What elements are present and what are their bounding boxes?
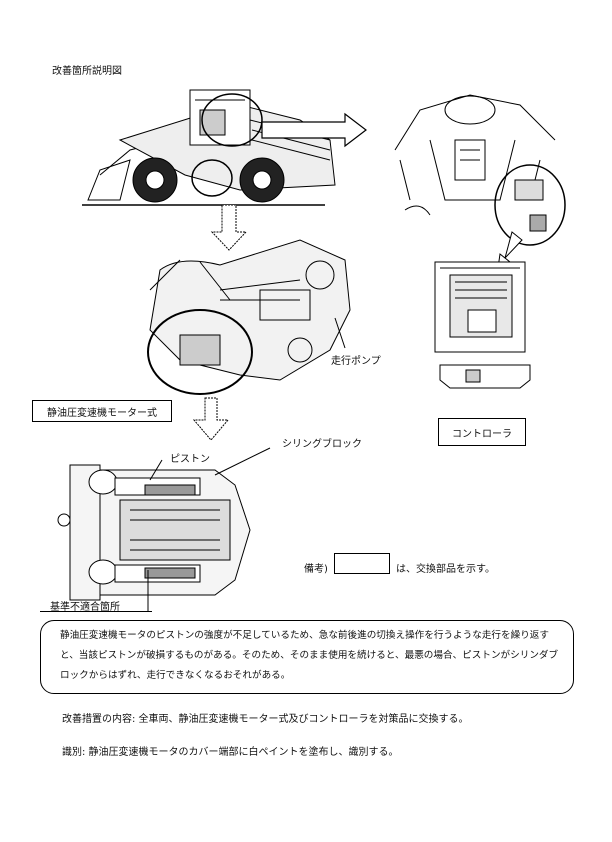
- label-pump: 走行ポンプ: [331, 356, 381, 367]
- label-motor-assembly: 静油圧変速機モーター式: [32, 400, 172, 422]
- controller-drawing: [434, 261, 531, 389]
- pump-assembly-drawing: [147, 239, 351, 395]
- label-piston: ピストン: [170, 454, 210, 465]
- note-suffix: は、交換部品を示す。: [396, 564, 495, 575]
- remedy-text: 改善措置の内容: 全車両、静油圧変速機モーター式及びコントローラを対策品に交換す…: [62, 714, 469, 725]
- wheel-loader-drawing: [82, 89, 336, 206]
- note-prefix: 備考): [304, 564, 328, 575]
- description-text: 静油圧変速機モータのピストンの強度が不足しているため、急な前後進の切換え操作を行…: [60, 630, 559, 681]
- description-box: [40, 620, 574, 694]
- nonconforming-underline: [40, 611, 152, 612]
- label-cylinder-block: シリングブロック: [282, 439, 362, 450]
- motor-cross-section-drawing: [57, 447, 271, 612]
- arrow-to-cab: [261, 112, 367, 148]
- label-nonconforming: 基準不適合箇所: [50, 602, 120, 613]
- cab-interior-drawing: [394, 94, 566, 246]
- replacement-part-legend-box: [334, 553, 390, 574]
- page-title: 改善箇所説明図: [52, 66, 122, 77]
- label-controller: コントローラ: [438, 418, 526, 446]
- identification-text: 識別: 静油圧変速機モータのカバー端部に白ペイントを塗布し、識別する。: [62, 747, 399, 758]
